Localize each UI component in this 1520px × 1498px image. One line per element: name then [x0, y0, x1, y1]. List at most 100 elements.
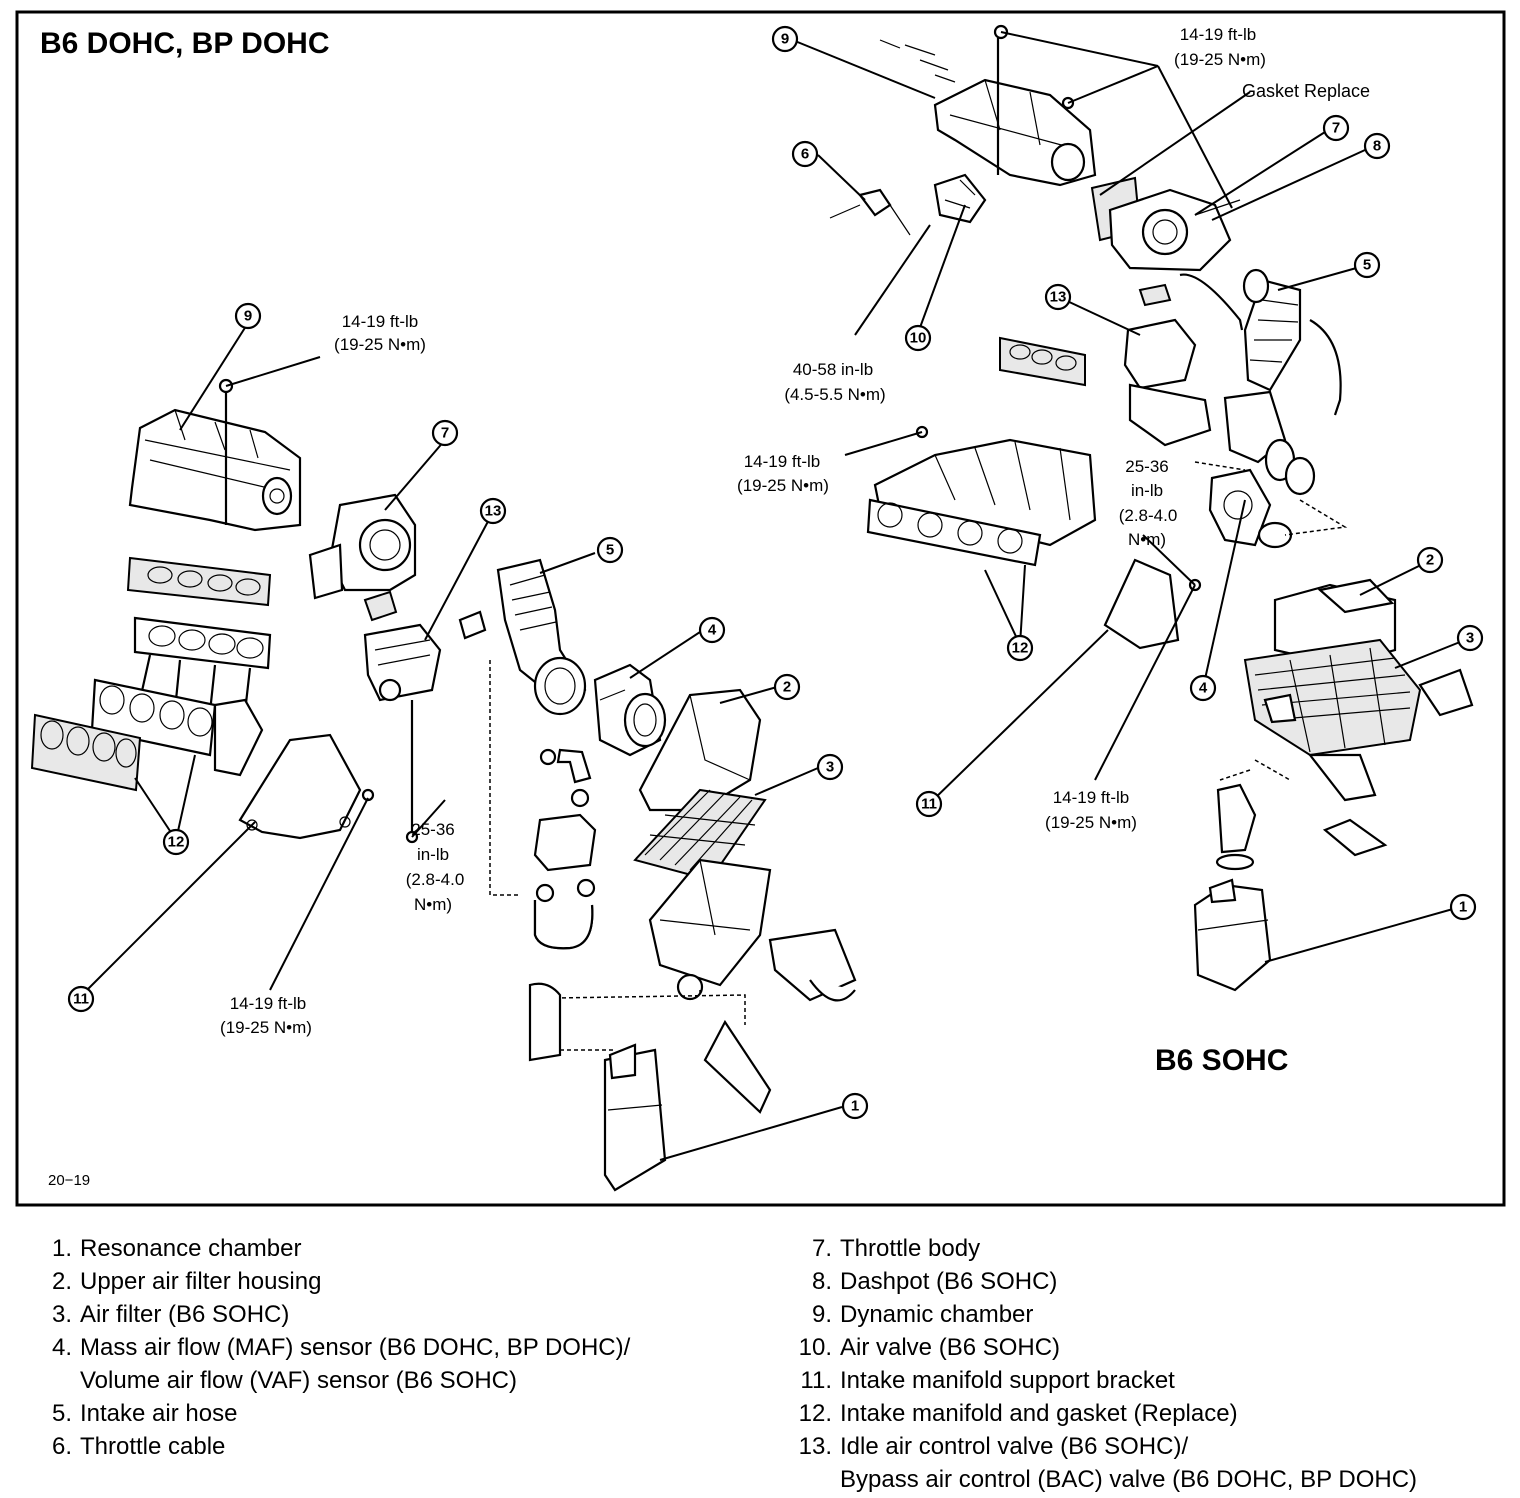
- svg-text:(19-25 N•m): (19-25 N•m): [220, 1018, 312, 1037]
- callout-4-right: 4: [1189, 674, 1217, 702]
- svg-text:2: 2: [783, 679, 791, 696]
- svg-text:40-58 in-lb: 40-58 in-lb: [793, 360, 873, 379]
- callout-13-left: 13: [479, 497, 507, 525]
- callout-1-right: 1: [1449, 893, 1477, 921]
- callout-2-left: 2: [773, 673, 801, 701]
- diagram-subtitle: B6 SOHC: [1155, 1044, 1288, 1077]
- svg-text:(4.5-5.5 N•m): (4.5-5.5 N•m): [784, 385, 885, 404]
- svg-text:N•m): N•m): [414, 895, 452, 914]
- svg-text:(2.8-4.0: (2.8-4.0: [1119, 506, 1178, 525]
- svg-text:3: 3: [1466, 630, 1474, 647]
- vaf-sensor-sohc: [1194, 390, 1348, 549]
- callout-12-left: 12: [162, 828, 190, 856]
- svg-text:13: 13: [485, 503, 502, 520]
- legend-left-column: 1.Resonance chamber 2.Upper air filter h…: [32, 1232, 630, 1463]
- svg-text:14-19 ft-lb: 14-19 ft-lb: [1180, 25, 1257, 44]
- callout-6-top: 6: [791, 140, 819, 168]
- svg-text:5: 5: [606, 542, 614, 559]
- legend-item: 13.Idle air control valve (B6 SOHC)/: [798, 1433, 1189, 1460]
- svg-text:2: 2: [1426, 552, 1434, 569]
- svg-text:in-lb: in-lb: [1131, 481, 1163, 500]
- callout-2-right: 2: [1416, 546, 1444, 574]
- torque-dynamic-chamber-top: 14-19 ft-lb (19-25 N•m): [1174, 25, 1266, 69]
- svg-text:7: 7: [441, 425, 449, 442]
- svg-text:13: 13: [1050, 289, 1067, 306]
- legend-item: 11.Intake manifold support bracket: [800, 1367, 1175, 1394]
- legend-item: 4.Mass air flow (MAF) sensor (B6 DOHC, B…: [51, 1334, 631, 1361]
- callout-11-top: 11: [915, 790, 943, 818]
- svg-text:8: 8: [1373, 138, 1381, 155]
- svg-text:12: 12: [168, 834, 185, 851]
- diagram-title: B6 DOHC, BP DOHC: [40, 27, 329, 60]
- svg-text:1: 1: [1459, 899, 1467, 916]
- svg-text:14-19 ft-lb: 14-19 ft-lb: [342, 312, 419, 331]
- legend-item: 9.Dynamic chamber: [811, 1301, 1034, 1328]
- throttle-body-dohc: [308, 493, 417, 622]
- intake-air-hose-dohc: [458, 558, 587, 896]
- callout-9-top: 9: [771, 25, 799, 53]
- legend-item: 5.Intake air hose: [51, 1400, 238, 1427]
- figure-id: 20−19: [48, 1172, 90, 1189]
- diagram-frame: [15, 10, 1506, 1207]
- svg-text:7: 7: [1332, 120, 1340, 137]
- svg-text:14-19 ft-lb: 14-19 ft-lb: [1053, 788, 1130, 807]
- throttle-body-sohc: [1090, 176, 1241, 272]
- svg-text:9: 9: [781, 31, 789, 48]
- svg-text:6: 6: [801, 146, 809, 163]
- legend-item-continuation: Bypass air control (BAC) valve (B6 DOHC,…: [840, 1466, 1418, 1493]
- svg-text:1: 1: [851, 1098, 859, 1115]
- callout-4-left: 4: [698, 616, 726, 644]
- legend-item: 12.Intake manifold and gasket (Replace): [798, 1400, 1238, 1427]
- callout-12-top: 12: [1006, 634, 1034, 662]
- svg-text:(19-25 N•m): (19-25 N•m): [1174, 50, 1266, 69]
- leader-lines: [84, 31, 1466, 1161]
- legend-item: 6.Throttle cable: [51, 1433, 226, 1460]
- callout-3-left: 3: [816, 753, 844, 781]
- svg-text:14-19 ft-lb: 14-19 ft-lb: [744, 452, 821, 471]
- svg-text:11: 11: [921, 796, 937, 813]
- callout-13-top: 13: [1044, 283, 1072, 311]
- svg-text:(19-25 N•m): (19-25 N•m): [1045, 813, 1137, 832]
- torque-air-valve-top: 40-58 in-lb (4.5-5.5 N•m): [784, 360, 885, 404]
- air-cleaner-dohc: [528, 688, 857, 1192]
- svg-text:12: 12: [1012, 640, 1029, 657]
- torque-dynamic-chamber-left: 14-19 ft-lb (19-25 N•m): [334, 312, 426, 354]
- svg-text:(2.8-4.0: (2.8-4.0: [406, 870, 465, 889]
- throttle-cable-sohc: [829, 188, 911, 236]
- torque-labels: 14-19 ft-lb (19-25 N•m) 25-36 in-lb (2.8…: [220, 25, 1266, 1037]
- manifold-gasket-sohc: [999, 336, 1086, 387]
- exploded-view-diagram: B6 DOHC, BP DOHC B6 SOHC 20−19 Gasket Re…: [15, 10, 1506, 1207]
- callout-5-left: 5: [596, 536, 624, 564]
- legend-item: 3.Air filter (B6 SOHC): [51, 1301, 290, 1328]
- callout-5-top: 5: [1353, 251, 1381, 279]
- legend-item: 2.Upper air filter housing: [51, 1268, 322, 1295]
- callout-11-left: 11: [67, 985, 95, 1013]
- legend-item: 1.Resonance chamber: [51, 1235, 302, 1262]
- intake-manifold-dohc: [30, 556, 272, 792]
- svg-text:4: 4: [1199, 680, 1208, 697]
- dohc-assembly: [30, 378, 857, 1192]
- callout-10-top: 10: [904, 324, 932, 352]
- gasket-replace-label: Gasket Replace: [1242, 81, 1370, 101]
- legend-item: 7.Throttle body: [811, 1235, 981, 1262]
- torque-bracket-left: 14-19 ft-lb (19-25 N•m): [220, 994, 312, 1037]
- svg-text:11: 11: [73, 991, 89, 1008]
- torque-manifold-top: 14-19 ft-lb (19-25 N•m): [737, 452, 829, 495]
- svg-text:4: 4: [708, 622, 717, 639]
- air-hoses-dohc: [533, 748, 597, 950]
- legend-item-continuation: Volume air flow (VAF) sensor (B6 SOHC): [80, 1367, 518, 1394]
- iac-valve-sohc: [1123, 318, 1197, 390]
- callout-9-left: 9: [234, 302, 262, 330]
- callout-3-right: 3: [1456, 624, 1484, 652]
- dynamic-chamber-dohc: [128, 408, 302, 532]
- callout-7-left: 7: [431, 419, 459, 447]
- bac-valve-dohc: [363, 623, 442, 844]
- svg-text:25-36: 25-36: [1125, 457, 1168, 476]
- support-bracket-dohc: [238, 733, 362, 840]
- svg-text:in-lb: in-lb: [417, 845, 449, 864]
- legend-item: 8.Dashpot (B6 SOHC): [811, 1268, 1058, 1295]
- sohc-assembly: [829, 24, 1474, 992]
- svg-text:9: 9: [244, 308, 252, 325]
- maf-sensor-dohc: [593, 663, 667, 757]
- torque-iac-top: 25-36 in-lb (2.8-4.0 N•m): [1119, 457, 1178, 549]
